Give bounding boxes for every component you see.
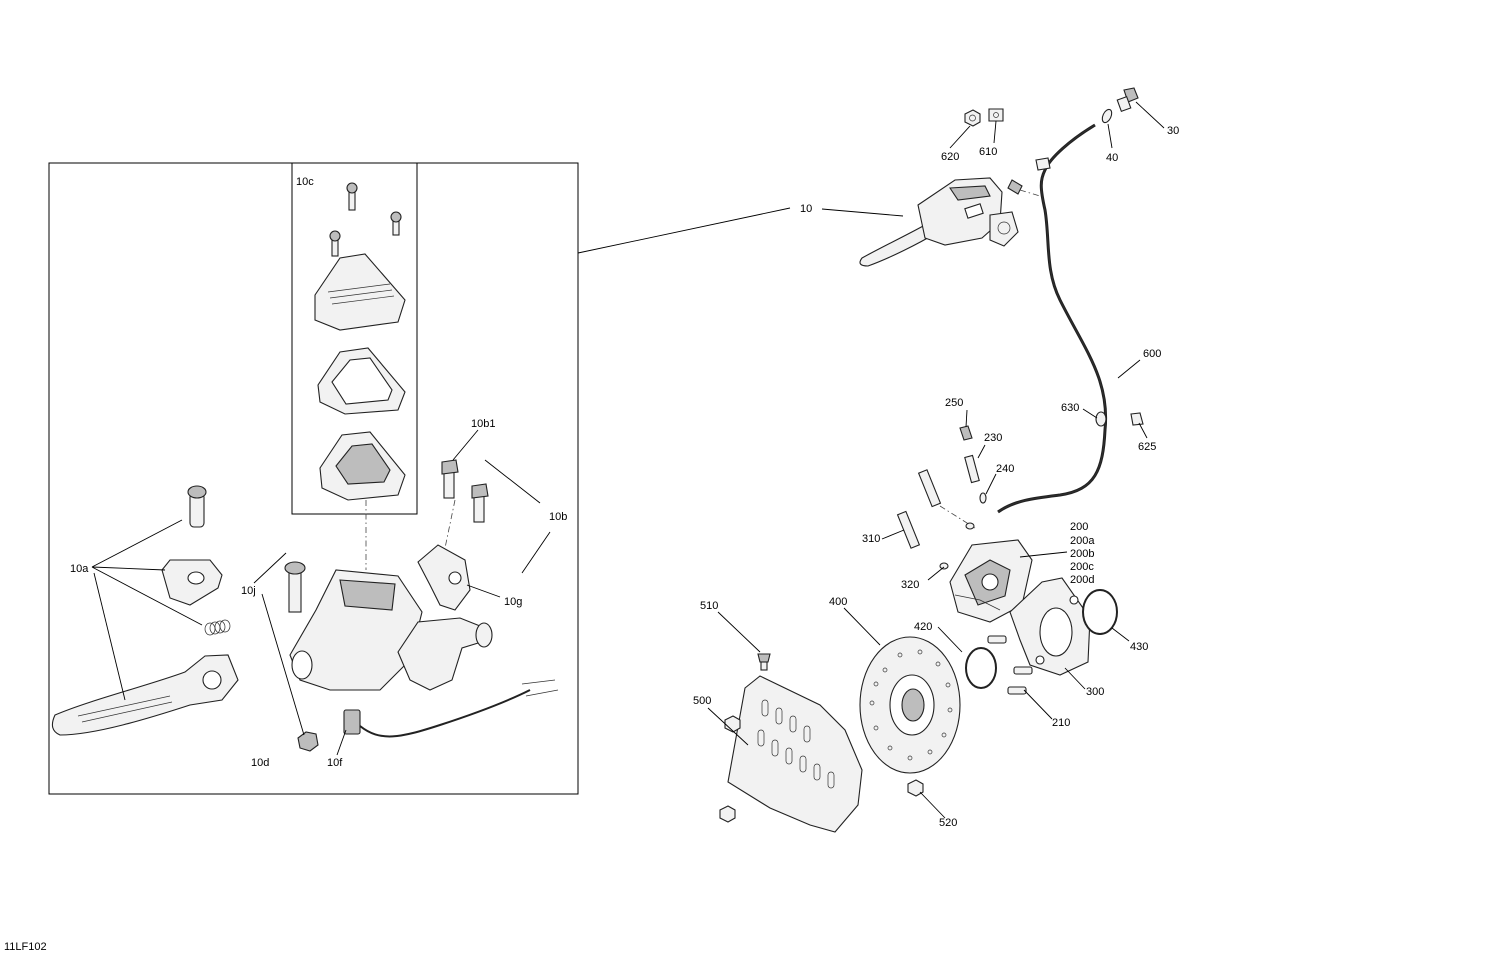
detail-frame-reservoir-cover — [291, 162, 418, 515]
label-610: 610 — [979, 146, 997, 158]
label-10g: 10g — [504, 596, 522, 608]
label-500: 500 — [693, 695, 711, 707]
label-10a: 10a — [70, 563, 89, 575]
part-labels: 30 40 620 610 10 600 630 625 250 230 240… — [70, 125, 1179, 829]
washer-40 — [1101, 108, 1113, 124]
clip-610 — [988, 108, 1004, 122]
lever-spring — [204, 619, 231, 636]
pivot-bolt — [187, 485, 207, 528]
label-10d: 10d — [251, 757, 269, 769]
label-10c: 10c — [296, 176, 314, 188]
label-230: 230 — [984, 432, 1002, 444]
label-520: 520 — [939, 817, 957, 829]
label-600: 600 — [1143, 348, 1161, 360]
master-cylinder-assembly — [859, 177, 1041, 267]
label-200d: 200d — [1070, 574, 1094, 586]
disc-guard — [727, 675, 863, 833]
cover-screws — [329, 182, 402, 257]
label-625: 625 — [1138, 441, 1156, 453]
label-400: 400 — [829, 596, 847, 608]
label-200c: 200c — [1070, 561, 1094, 573]
o-ring-420 — [965, 647, 997, 689]
label-320: 320 — [901, 579, 919, 591]
nut-620 — [964, 109, 981, 127]
clamp-10g — [417, 544, 471, 611]
label-420: 420 — [914, 621, 932, 633]
label-620: 620 — [941, 151, 959, 163]
nuts-520 — [719, 715, 924, 823]
clip-625 — [1130, 412, 1144, 426]
label-200b: 200b — [1070, 548, 1094, 560]
label-200a: 200a — [1070, 535, 1095, 547]
lower-clamp — [397, 617, 491, 691]
label-510: 510 — [700, 600, 718, 612]
handlebar-clamp — [989, 211, 1019, 247]
nut-10d — [297, 731, 319, 752]
label-10: 10 — [800, 203, 812, 215]
detail-callout-line — [577, 207, 791, 254]
label-210: 210 — [1052, 717, 1070, 729]
pivot-bolt-10j — [284, 561, 306, 613]
label-630: 630 — [1061, 402, 1079, 414]
caliper-bolts — [896, 469, 976, 570]
label-10f: 10f — [327, 757, 343, 769]
label-10b: 10b — [549, 511, 567, 523]
banjo-bolt-30 — [1116, 87, 1139, 113]
screw-510 — [757, 653, 771, 671]
label-10j: 10j — [241, 585, 256, 597]
label-10b1: 10b1 — [471, 418, 495, 430]
label-30: 30 — [1167, 125, 1179, 137]
label-430: 430 — [1130, 641, 1148, 653]
o-ring-430 — [1082, 589, 1118, 635]
label-300: 300 — [1086, 686, 1104, 698]
bleeder-screw — [959, 425, 987, 504]
bracket-bolts — [987, 635, 1033, 695]
brake-lever-detail — [51, 654, 239, 736]
label-310: 310 — [862, 533, 880, 545]
label-240: 240 — [996, 463, 1014, 475]
brake-lever — [859, 224, 940, 267]
figure-id: 11LF102 — [4, 941, 47, 953]
brake-light-switch — [343, 679, 559, 738]
clamp-bolts — [441, 459, 489, 549]
label-40: 40 — [1106, 152, 1118, 164]
label-200: 200 — [1070, 521, 1088, 533]
brake-disc — [859, 636, 961, 774]
brake-caliper — [949, 539, 1033, 623]
caliper-bracket — [1009, 577, 1091, 676]
reservoir-cover — [314, 253, 406, 331]
label-250: 250 — [945, 397, 963, 409]
leader-lines — [91, 101, 1165, 819]
